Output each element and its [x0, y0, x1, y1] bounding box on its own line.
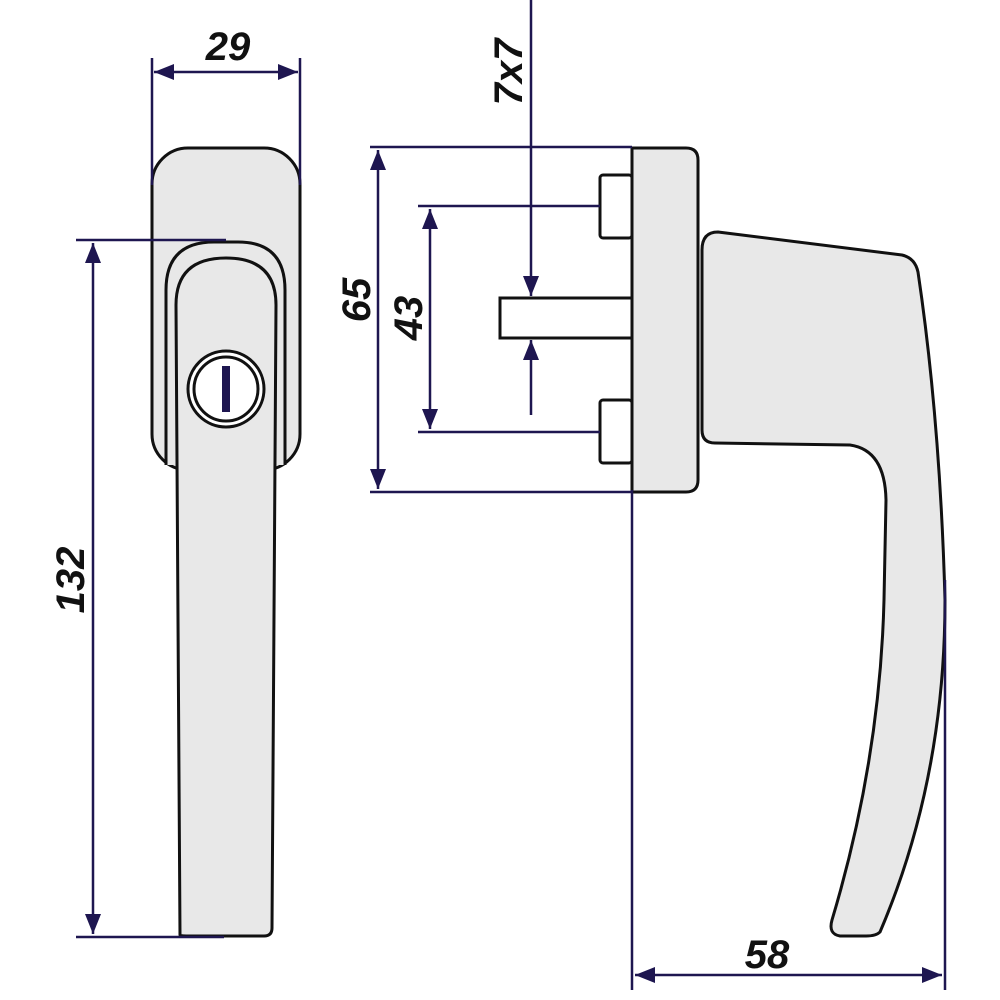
side-view: [498, 146, 947, 938]
rose-side: [630, 146, 700, 494]
dimension-58: [630, 490, 947, 990]
dim-label-7x7: 7x7: [487, 37, 531, 105]
dimension-132: [76, 238, 226, 939]
dimension-43: [418, 204, 600, 434]
screw-boss-bottom: [598, 398, 634, 465]
dim-label-65: 65: [335, 277, 379, 322]
dim-label-58: 58: [745, 933, 790, 977]
key-slot-icon: [222, 366, 230, 412]
dimension-65: [370, 145, 632, 494]
spindle: [498, 296, 634, 340]
dim-label-43: 43: [387, 296, 431, 342]
dim-label-132: 132: [49, 547, 93, 614]
front-view: [150, 146, 302, 938]
screw-boss-top: [598, 173, 634, 240]
dimension-29: [150, 58, 302, 185]
lever-side: [700, 230, 947, 938]
dim-label-29: 29: [205, 25, 251, 69]
